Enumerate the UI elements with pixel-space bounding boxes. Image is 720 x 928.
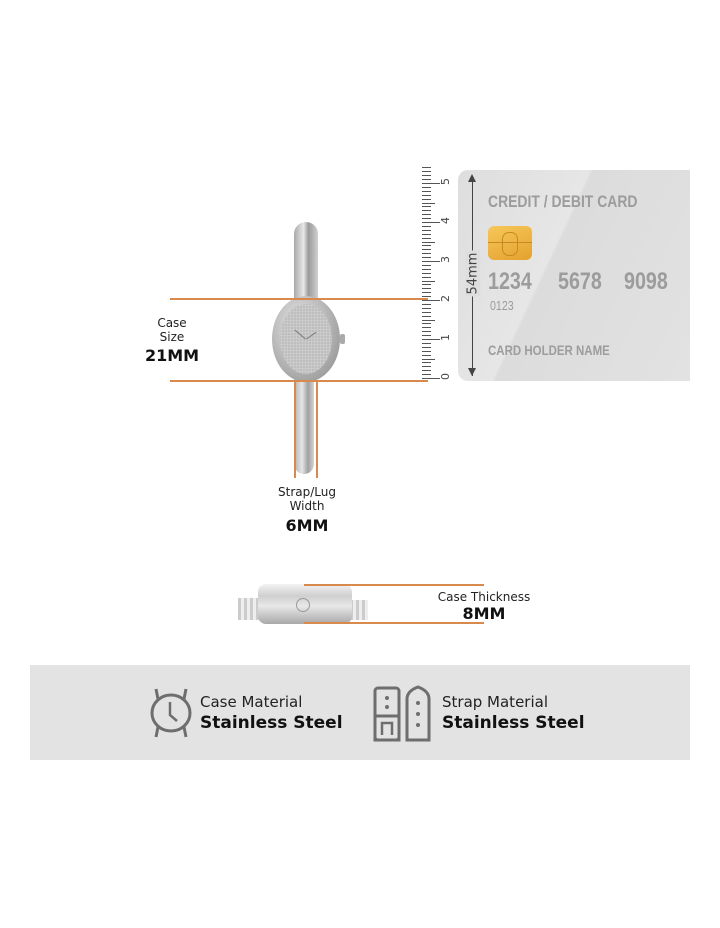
card-holder-name: CARD HOLDER NAME bbox=[488, 342, 610, 358]
ruler-tick bbox=[422, 350, 431, 352]
ruler-tick bbox=[422, 346, 431, 348]
strap-material-value: Stainless Steel bbox=[442, 713, 585, 733]
case-size-value: 21MM bbox=[144, 346, 200, 365]
materials-band: Case Material Stainless Steel Strap Mate… bbox=[30, 665, 690, 760]
watch-icon bbox=[150, 688, 192, 738]
strap-width-label-line1: Strap/Lug bbox=[278, 485, 336, 499]
ruler-tick bbox=[422, 222, 440, 223]
ruler-tick bbox=[422, 245, 431, 247]
ruler-tick bbox=[422, 194, 431, 196]
ruler-label-5: 5 bbox=[439, 178, 452, 185]
case-size-label: Case Size 21MM bbox=[140, 316, 204, 365]
ruler-tick bbox=[422, 292, 431, 294]
strap-width-label-line2: Width bbox=[289, 499, 325, 513]
case-material-value: Stainless Steel bbox=[200, 713, 343, 733]
ruler-tick bbox=[422, 315, 431, 317]
case-size-label-line2: Size bbox=[159, 330, 185, 344]
ruler-tick bbox=[422, 300, 440, 301]
ruler-tick bbox=[422, 362, 431, 364]
ruler-tick bbox=[422, 218, 431, 220]
ruler-tick bbox=[422, 229, 431, 231]
strap-width-label: Strap/Lug Width 6MM bbox=[262, 485, 352, 535]
ruler-tick bbox=[422, 241, 435, 243]
card-title: CREDIT / DEBIT CARD bbox=[488, 192, 638, 211]
ruler-tick bbox=[422, 179, 431, 181]
card-height-label: 54mm bbox=[465, 250, 481, 297]
ruler-tick bbox=[422, 186, 431, 188]
ruler-tick bbox=[422, 342, 431, 344]
ruler-tick bbox=[422, 339, 440, 340]
ruler-tick bbox=[422, 167, 431, 169]
ruler-tick bbox=[422, 237, 431, 239]
case-thickness-label: Case Thickness 8MM bbox=[436, 590, 532, 623]
card-small-number: 0123 bbox=[490, 298, 514, 313]
ruler-tick bbox=[422, 233, 431, 235]
ruler-tick bbox=[422, 272, 431, 274]
ruler-tick bbox=[422, 276, 431, 278]
case-thickness-bottom-line bbox=[304, 622, 484, 624]
ruler-tick bbox=[422, 319, 435, 321]
strap-material-label: Strap Material bbox=[442, 693, 548, 711]
strap-width-left-line bbox=[294, 382, 296, 478]
strap-material-item: Strap Material Stainless Steel bbox=[372, 685, 632, 745]
ruler-tick bbox=[422, 202, 435, 204]
ruler-tick bbox=[422, 190, 431, 192]
ruler-tick bbox=[422, 374, 431, 376]
ruler-tick bbox=[422, 249, 431, 251]
ruler-tick bbox=[422, 175, 431, 177]
ruler-tick bbox=[422, 335, 431, 337]
card-number-group-3: 9098 bbox=[624, 268, 668, 295]
case-thickness-value: 8MM bbox=[462, 604, 506, 623]
ruler-tick bbox=[422, 264, 431, 266]
ruler-tick bbox=[422, 284, 431, 286]
ruler-tick bbox=[422, 307, 431, 309]
ruler-tick bbox=[422, 370, 431, 372]
ruler-label-1: 1 bbox=[439, 334, 452, 341]
case-size-top-line bbox=[170, 298, 428, 300]
ruler: 0 1 2 3 4 5 bbox=[422, 167, 452, 382]
case-material-item: Case Material Stainless Steel bbox=[148, 685, 348, 745]
ruler-tick bbox=[422, 183, 440, 184]
credit-card: 54mm CREDIT / DEBIT CARD 1234 5678 9098 … bbox=[458, 170, 690, 381]
strap-width-right-line bbox=[316, 382, 318, 478]
ruler-tick bbox=[422, 171, 431, 173]
ruler-label-3: 3 bbox=[439, 256, 452, 263]
ruler-tick bbox=[422, 210, 431, 212]
strap-icon bbox=[373, 685, 431, 742]
card-number-group-1: 1234 bbox=[488, 268, 532, 295]
ruler-tick bbox=[422, 311, 431, 313]
ruler-tick bbox=[422, 253, 431, 255]
ruler-tick bbox=[422, 257, 431, 259]
ruler-tick bbox=[422, 288, 431, 290]
ruler-tick bbox=[422, 206, 431, 208]
ruler-tick bbox=[422, 280, 435, 282]
case-material-label: Case Material bbox=[200, 693, 303, 711]
ruler-label-2: 2 bbox=[439, 295, 452, 302]
ruler-tick bbox=[422, 378, 440, 379]
ruler-tick bbox=[422, 296, 431, 298]
ruler-label-4: 4 bbox=[439, 217, 452, 224]
ruler-tick bbox=[422, 327, 431, 329]
chip-icon bbox=[488, 226, 532, 260]
case-thickness-label-text: Case Thickness bbox=[437, 590, 531, 604]
ruler-tick bbox=[422, 261, 440, 262]
case-size-bottom-line bbox=[170, 380, 428, 382]
ruler-tick bbox=[422, 225, 431, 227]
ruler-tick bbox=[422, 331, 431, 333]
strap-width-value: 6MM bbox=[285, 516, 329, 535]
case-size-label-line1: Case bbox=[157, 316, 187, 330]
ruler-tick bbox=[422, 198, 431, 200]
ruler-label-0: 0 bbox=[439, 373, 452, 380]
ruler-tick bbox=[422, 323, 431, 325]
card-number-group-2: 5678 bbox=[558, 268, 602, 295]
ruler-tick bbox=[422, 268, 431, 270]
ruler-tick bbox=[422, 358, 435, 360]
case-thickness-top-line bbox=[304, 584, 484, 586]
ruler-tick bbox=[422, 354, 431, 356]
ruler-tick bbox=[422, 214, 431, 216]
ruler-tick bbox=[422, 366, 431, 368]
ruler-tick bbox=[422, 303, 431, 305]
